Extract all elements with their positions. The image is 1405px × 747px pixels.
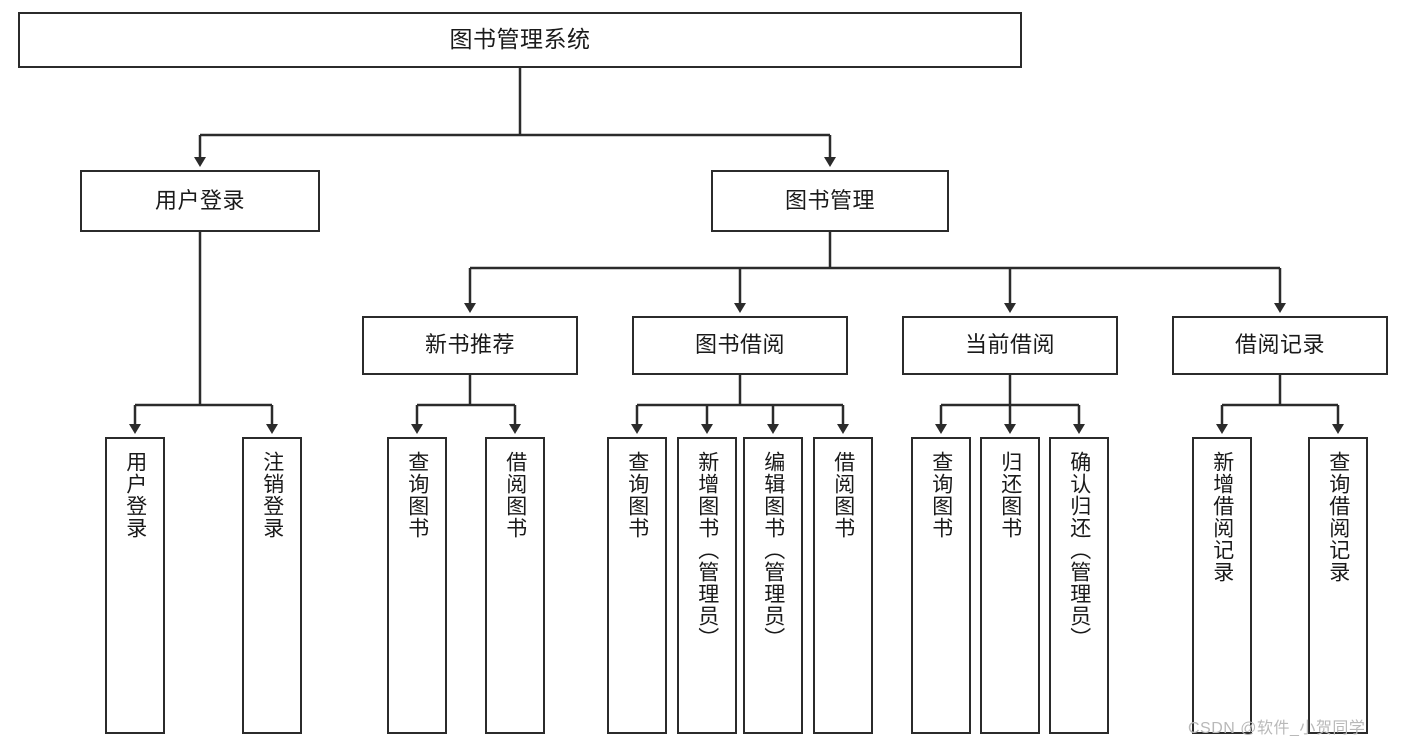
- leaf-query-borrow-record[interactable]: 查询借阅记录: [1308, 437, 1368, 734]
- node-label: 查询借阅记录: [1326, 451, 1350, 583]
- node-label: 用户登录: [123, 451, 147, 539]
- leaf-query-book-current[interactable]: 查询图书: [911, 437, 971, 734]
- node-label: 查询图书: [929, 451, 953, 539]
- leaf-return-book[interactable]: 归还图书: [980, 437, 1040, 734]
- leaf-logout[interactable]: 注销登录: [242, 437, 302, 734]
- node-label: 图书管理系统: [449, 26, 591, 53]
- leaf-add-book-admin[interactable]: 新增图书（管理员）: [677, 437, 737, 734]
- leaf-confirm-return-admin[interactable]: 确认归还（管理员）: [1049, 437, 1109, 734]
- node-new-book-recommend[interactable]: 新书推荐: [362, 316, 578, 375]
- node-label: 新增图书（管理员）: [695, 451, 719, 649]
- leaf-edit-book-admin[interactable]: 编辑图书（管理员）: [743, 437, 803, 734]
- node-user-login-module[interactable]: 用户登录: [80, 170, 320, 232]
- node-label: 确认归还（管理员）: [1067, 451, 1091, 649]
- node-label: 借阅记录: [1234, 332, 1325, 358]
- node-label: 查询图书: [625, 451, 649, 539]
- node-label: 新增借阅记录: [1210, 451, 1234, 583]
- node-label: 归还图书: [998, 451, 1022, 539]
- node-label: 编辑图书（管理员）: [761, 451, 785, 649]
- node-label: 查询图书: [405, 451, 429, 539]
- leaf-query-book-recommend[interactable]: 查询图书: [387, 437, 447, 734]
- leaf-borrow-book-recommend[interactable]: 借阅图书: [485, 437, 545, 734]
- node-borrow-records[interactable]: 借阅记录: [1172, 316, 1388, 375]
- leaf-add-borrow-record[interactable]: 新增借阅记录: [1192, 437, 1252, 734]
- node-label: 当前借阅: [964, 332, 1055, 358]
- node-root-system[interactable]: 图书管理系统: [18, 12, 1022, 68]
- node-label: 借阅图书: [503, 451, 527, 539]
- node-current-borrow[interactable]: 当前借阅: [902, 316, 1118, 375]
- node-label: 新书推荐: [424, 332, 515, 358]
- node-book-borrow[interactable]: 图书借阅: [632, 316, 848, 375]
- leaf-user-login[interactable]: 用户登录: [105, 437, 165, 734]
- leaf-query-book-borrow[interactable]: 查询图书: [607, 437, 667, 734]
- node-book-management-module[interactable]: 图书管理: [711, 170, 949, 232]
- node-label: 注销登录: [260, 451, 284, 539]
- leaf-borrow-book[interactable]: 借阅图书: [813, 437, 873, 734]
- node-label: 借阅图书: [831, 451, 855, 539]
- node-label: 图书借阅: [694, 332, 785, 358]
- node-label: 图书管理: [784, 187, 875, 213]
- watermark: CSDN @软件_小贺同学: [1188, 720, 1366, 737]
- node-label: 用户登录: [154, 187, 245, 213]
